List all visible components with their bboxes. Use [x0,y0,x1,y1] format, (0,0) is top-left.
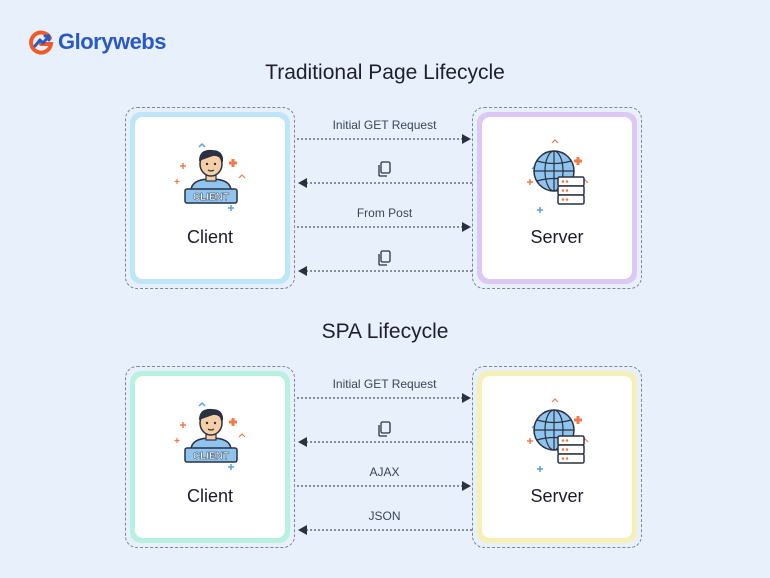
server-label: Server [530,227,584,247]
arrow-label: Initial GET Request [332,118,437,132]
section-title-spa: SPA Lifecycle [321,320,449,343]
brand-name: Glorywebs [58,29,166,54]
arrow-label: From Post [356,206,413,220]
arrow-left [298,266,472,276]
client-person-icon: CLIENT [174,401,246,470]
arrow-left [298,178,472,188]
svg-text:CLIENT: CLIENT [193,451,229,462]
copy-icon [378,250,391,266]
client-person-icon: CLIENT [174,142,246,211]
copy-icon [378,161,391,177]
arrow-right [297,134,471,144]
server-box: Server [472,366,642,548]
client-box: CLIENT Client [125,366,295,548]
server-globe-icon [527,398,589,472]
server-box: Server [472,107,642,289]
arrow-left [298,525,472,535]
server-label: Server [530,486,584,506]
arrow-left [298,437,472,447]
arrow-label: AJAX [369,465,400,479]
glorywebs-logo-icon [29,30,54,55]
arrow-right [297,222,471,232]
arrow-right [297,393,471,403]
arrow-label: JSON [368,509,401,523]
section-title-traditional: Traditional Page Lifecycle [265,61,505,84]
copy-icon [378,421,391,437]
server-globe-icon [527,139,589,213]
client-label: Client [186,486,234,506]
svg-text:CLIENT: CLIENT [193,192,229,203]
arrow-right [297,481,471,491]
arrow-label: Initial GET Request [332,377,437,391]
client-label: Client [186,227,234,247]
brand-logo: Glorywebs [28,28,166,56]
client-box: CLIENT Client [125,107,295,289]
